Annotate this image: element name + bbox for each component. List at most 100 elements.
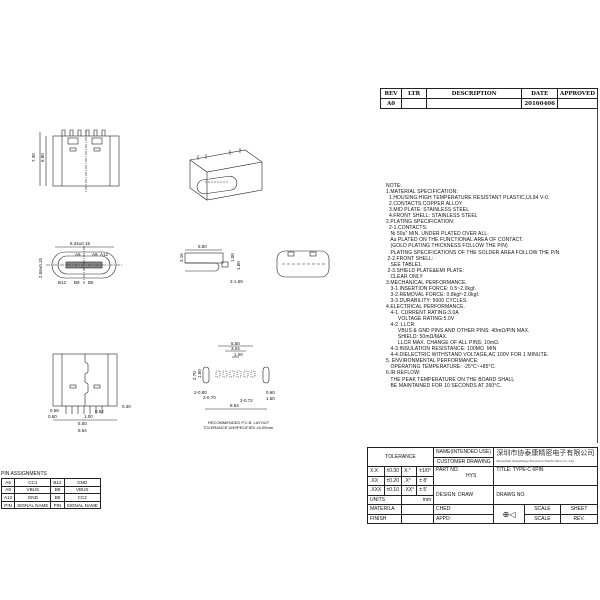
pcb-dim-5: 1.60 [197, 369, 202, 378]
bottom-width-dim: 8.64 [78, 428, 87, 433]
bottom-dim-6: 0.30 [122, 404, 131, 409]
pcb-dim-10: 1.50 [266, 396, 275, 401]
note-line: 4-1. CURRENT RATING:3.0A [386, 309, 459, 316]
rev-label: REV. [560, 513, 598, 524]
pin-label-b12: B12 [58, 280, 67, 285]
note-line: BE MAINTAINED FOR 10 SECONDS AT 260°C. [386, 382, 502, 389]
side-view: 6.80 1.00 3.16 1.60 2-1.69 [179, 244, 243, 284]
pin-label-a12: A12 [100, 252, 109, 257]
note-line: 2.CONTACTS:COPPER ALLOY [386, 201, 463, 208]
description-cell [425, 98, 523, 109]
pin-label-b9: B9 [74, 280, 80, 285]
isometric-view [189, 148, 263, 201]
note-line: Ni 50u" MIN. UNDER PLATED OVER ALL. [386, 231, 489, 238]
note-line: SEE TABLE1. [386, 261, 423, 268]
title-block: TOLERANCE NAME(INTENDED USE) 深圳市协泰康精密电子有… [366, 447, 598, 524]
pin-assignments-title: PIN ASSIGNMENTS [1, 471, 47, 477]
note-line: 3.MECHANICAL PERFORMANCE. [386, 279, 467, 286]
design-label: DESIGN: [436, 492, 457, 498]
company-name-cn: 深圳市协泰康精密电子有限公司 [496, 448, 595, 457]
note-line: 2-2.FRONT SHELL: [386, 255, 434, 262]
pcb-dim-7: 2-0.70 [203, 395, 216, 400]
company-name-en: Shenzhen Xietaikang Precision Electronic… [496, 458, 574, 463]
front-height-dim: 2.56±0.15 [38, 258, 43, 278]
pcb-dim-4: 2.70 [192, 371, 197, 380]
rear-view [276, 250, 330, 278]
note-line: 3.MID PLATE: STAINLESS STEEL [386, 207, 470, 214]
pin-cell: PIN [50, 500, 65, 510]
pcb-layout-view: 5.50 3.04 1.00 2.70 1.60 2-0.80 2-0.70 2… [192, 341, 275, 430]
note-line: 3-3.DURABILITY: 5000 CYCLES. [386, 297, 468, 304]
note-line: 4-3.INSULATION RESISTANCE: 100MΩ MIN [386, 346, 497, 353]
note-line: 2-1.CONTACTS: [386, 225, 428, 232]
note-line: THE PEAK TEMPERATURE ON THE BOARD SHALL [386, 376, 515, 383]
note-line: 4-4.DIELECTRIC WITHSTAND VOLTAGE,AC 100V… [386, 352, 549, 359]
note-line: Au PLATED ON THE FUNCTIONAL AREA OF CONT… [386, 237, 524, 244]
note-line: 6.IR REFLOW: [386, 370, 421, 377]
scale-value: SCALE [523, 513, 562, 524]
note-line: 1.HOUSING:HIGH TEMPERATURE RESISTANT PLA… [386, 195, 550, 202]
title-label: TITLE: [496, 467, 512, 473]
revision-table: REV LTR DESCRIPTION DATE APPROVED A0 201… [380, 88, 599, 109]
note-line: (GOLD PLATING THICKNESS FOLLOW THE P/N) [386, 243, 508, 250]
side-width-dim: 6.80 [198, 244, 207, 249]
bottom-dim-4: 1.00 [84, 414, 93, 419]
note-line: SHIELD: 50mΩ/MAX. [386, 334, 448, 341]
pcb-dim-3: 1.00 [234, 352, 243, 357]
drawing-no-label: DRAWG NO. [493, 485, 598, 505]
pin-label-a9: A9 [92, 252, 98, 257]
note-line: 5. ENVIRONMENTAL PERFORMANCE: [386, 358, 479, 365]
finish-label: FINISH [366, 513, 403, 524]
note-line: 3-1.INSERTION FORCE: 0.5~2.0kgf. [386, 285, 476, 292]
pcb-dim-6: 2-0.80 [194, 390, 207, 395]
pcb-dim-8: 2-0.72 [240, 398, 253, 403]
note-line: 2-3.SHIELD PLATE&EMI PLATE: [386, 267, 465, 274]
approved-label: APPD: [433, 513, 495, 524]
pcb-dim-1: 5.50 [231, 341, 240, 346]
approved-cell [556, 98, 599, 109]
side-dim-3: 1.60 [236, 261, 241, 270]
pcb-dim-9: 0.60 [266, 390, 275, 395]
note-line: PLATING SPECIFICATIONS OF THE SOLDER ARE… [386, 249, 560, 256]
title-value: TYPE-C 6PIN [512, 467, 544, 473]
note-line: NOTE: [386, 183, 402, 189]
top-height-dim: 7.30 [31, 153, 36, 162]
note-line: VBUS & GND PINS AND OTHER PINS: 40mΩ/PIN… [386, 328, 530, 335]
part-no-label: PART NO. [436, 467, 460, 473]
note-line: 4.ELECTRICAL PERFORMANCE. [386, 303, 465, 310]
front-view: 8.34±0.15 2.56±0.15 A5 A9 A12 B12 B9 B5 [38, 241, 122, 285]
part-no-value: HYS [466, 473, 477, 479]
pin-cell: SIGNAL NAME [63, 500, 101, 510]
note-line: LLCR MAX. CHANGE OF ALL PINS: 10mΩ. [386, 340, 500, 347]
side-lead-dim: 2-1.69 [230, 279, 243, 284]
pcb-width-dim: 8.64 [230, 403, 239, 408]
projection-symbol-icon: ⊕◁ [493, 504, 525, 524]
bottom-dim-2: 0.60 [48, 414, 57, 419]
bottom-dim-1: 0.56 [50, 408, 59, 413]
notes-block: NOTE:1.MATERIAL SPECIFICATION: 1.HOUSING… [386, 183, 559, 389]
note-line: 1.MATERIAL SPECIFICATION: [386, 189, 458, 196]
note-line: 3-2.REMOVAL FORCE: 0.8kgf~2.0kgf. [386, 291, 480, 298]
bottom-dim-5: 5.50 [78, 421, 87, 426]
pcb-caption-1: RECOMMENDED P.C.B. LAYOUT [208, 420, 270, 425]
bottom-dim-3: 0.52 [95, 409, 104, 414]
note-line: 4.FRONT SHELL: STAINLESS STEEL [386, 213, 478, 220]
pin-label-b5: B5 [88, 280, 94, 285]
pin-label-a5: A5 [75, 252, 81, 257]
note-line: VOLTAGE RATING:5.0V [386, 316, 455, 323]
side-dim-1: 1.00 [230, 253, 235, 262]
note-line: CLEAR ONLY [386, 273, 423, 280]
pcb-dim-2: 3.04 [231, 346, 240, 351]
note-line: 4-2. LLCR: [386, 322, 416, 329]
design-field: DESIGN: DRAW [433, 485, 495, 505]
top-height-dim-2: 6.80 [40, 153, 45, 162]
pin-cell: PIN [0, 500, 16, 510]
bottom-view: 0.56 0.60 0.52 1.00 5.50 0.30 8.64 [48, 353, 131, 433]
note-line: 2.PLATING SPECIFICATION: [386, 219, 455, 226]
pcb-caption-2: TOLERANCE UNSPECIFIED ±0.05mm [203, 425, 274, 430]
